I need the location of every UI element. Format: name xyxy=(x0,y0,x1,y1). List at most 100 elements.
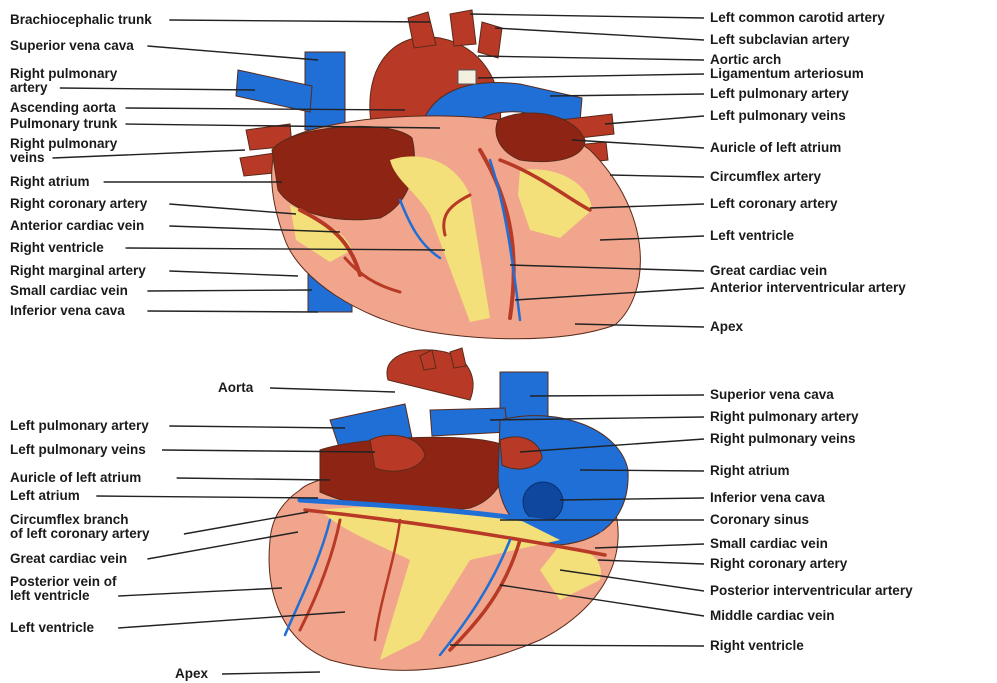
anterior-left-label-line: Inferior vena cava xyxy=(10,303,125,318)
anterior-right-label-line: Left pulmonary veins xyxy=(710,108,846,123)
posterior-left-leader-line xyxy=(118,588,282,596)
posterior-right-label: Right pulmonary veins xyxy=(710,431,856,446)
anterior-right-label-line: Left ventricle xyxy=(710,228,795,243)
posterior-left-label-line: Auricle of left atrium xyxy=(10,470,141,485)
posterior-left-label-line: Left pulmonary veins xyxy=(10,442,146,457)
posterior-left-leader-line xyxy=(270,388,395,392)
posterior-left-label: Great cardiac vein xyxy=(10,551,127,566)
posterior-right-label-line: Right pulmonary veins xyxy=(710,431,856,446)
right-pulmonary-artery-post-shape xyxy=(430,408,508,436)
posterior-left-label-line: of left coronary artery xyxy=(10,526,150,541)
posterior-right-leader-line xyxy=(450,645,704,646)
anterior-left-label: Inferior vena cava xyxy=(10,303,125,318)
inferior-vena-cava-opening xyxy=(523,482,563,522)
anterior-left-label-line: veins xyxy=(10,150,45,165)
anterior-right-leader-line xyxy=(478,56,704,60)
anterior-right-leader-line xyxy=(610,175,704,177)
posterior-right-label-line: Posterior interventricular artery xyxy=(710,583,913,598)
anterior-left-leader-line xyxy=(60,88,255,90)
anterior-left-leader-line xyxy=(147,46,318,60)
anterior-left-label: Right marginal artery xyxy=(10,263,146,278)
anterior-right-label-line: Auricle of left atrium xyxy=(710,140,841,155)
posterior-left-label: Auricle of left atrium xyxy=(10,470,141,485)
posterior-right-label-line: Small cardiac vein xyxy=(710,536,828,551)
anterior-right-label: Left ventricle xyxy=(710,228,795,243)
anterior-right-label-line: Great cardiac vein xyxy=(710,263,827,278)
anterior-left-label-line: Superior vena cava xyxy=(10,38,134,53)
anterior-right-label: Anterior interventricular artery xyxy=(710,280,906,295)
posterior-right-label-line: Inferior vena cava xyxy=(710,490,825,505)
posterior-left-label: Left atrium xyxy=(10,488,80,503)
anterior-left-label-line: Right atrium xyxy=(10,174,90,189)
anterior-left-label-line: Small cardiac vein xyxy=(10,283,128,298)
anterior-left-label: Right ventricle xyxy=(10,240,104,255)
anterior-left-leader-line xyxy=(53,150,246,158)
posterior-right-label-line: Middle cardiac vein xyxy=(710,608,835,623)
posterior-right-label: Small cardiac vein xyxy=(710,536,828,551)
anterior-right-leader-line xyxy=(550,94,704,96)
posterior-left-label-line: Apex xyxy=(175,666,209,681)
anterior-left-leader-line xyxy=(169,271,298,276)
posterior-right-label: Superior vena cava xyxy=(710,387,834,402)
anterior-left-label-line: Right ventricle xyxy=(10,240,104,255)
anterior-right-leader-line xyxy=(605,116,704,124)
posterior-left-label-line: left ventricle xyxy=(10,588,90,603)
posterior-right-label-line: Coronary sinus xyxy=(710,512,809,527)
posterior-left-leader-line xyxy=(96,496,318,498)
posterior-right-label: Right ventricle xyxy=(710,638,804,653)
anterior-right-leader-line xyxy=(470,14,704,18)
posterior-left-label: Left ventricle xyxy=(10,620,95,635)
anterior-right-label: Ligamentum arteriosum xyxy=(710,66,864,81)
anterior-left-label-line: Pulmonary trunk xyxy=(10,116,118,131)
anterior-right-label-line: Ligamentum arteriosum xyxy=(710,66,864,81)
posterior-right-label-line: Superior vena cava xyxy=(710,387,834,402)
posterior-left-label-line: Aorta xyxy=(218,380,254,395)
anterior-left-label: Brachiocephalic trunk xyxy=(10,12,152,27)
anterior-right-label: Auricle of left atrium xyxy=(710,140,841,155)
anterior-left-label-line: Right coronary artery xyxy=(10,196,148,211)
posterior-right-label: Middle cardiac vein xyxy=(710,608,835,623)
anterior-right-label-line: Left subclavian artery xyxy=(710,32,850,47)
anterior-left-label: Small cardiac vein xyxy=(10,283,128,298)
anterior-left-label: Right atrium xyxy=(10,174,90,189)
posterior-right-label-line: Right ventricle xyxy=(710,638,804,653)
posterior-left-leader-line xyxy=(222,672,320,674)
posterior-left-label-line: Left atrium xyxy=(10,488,80,503)
posterior-left-leader-line xyxy=(169,426,345,428)
anterior-left-label: Superior vena cava xyxy=(10,38,134,53)
posterior-right-label: Right atrium xyxy=(710,463,790,478)
anterior-right-leader-line xyxy=(478,74,704,78)
anterior-left-leader-line xyxy=(147,311,318,312)
posterior-left-label: Posterior vein ofleft ventricle xyxy=(10,574,117,603)
anterior-right-label: Left pulmonary artery xyxy=(710,86,849,101)
posterior-left-leader-line xyxy=(177,478,330,480)
posterior-right-label: Coronary sinus xyxy=(710,512,809,527)
posterior-right-leader-line xyxy=(530,395,704,396)
posterior-right-label: Inferior vena cava xyxy=(710,490,825,505)
posterior-right-label-line: Right coronary artery xyxy=(710,556,848,571)
posterior-right-label: Posterior interventricular artery xyxy=(710,583,913,598)
anterior-left-label: Pulmonary trunk xyxy=(10,116,118,131)
anterior-left-leader-line xyxy=(147,290,312,291)
posterior-left-label-line: Left pulmonary artery xyxy=(10,418,149,433)
posterior-right-leader-line xyxy=(580,470,704,471)
left-subclavian-shape xyxy=(478,22,502,58)
anterior-right-label-line: Aortic arch xyxy=(710,52,781,67)
anterior-right-label: Left coronary artery xyxy=(710,196,838,211)
anterior-left-label: Right coronary artery xyxy=(10,196,148,211)
posterior-left-label-line: Great cardiac vein xyxy=(10,551,127,566)
anterior-left-label-line: Anterior cardiac vein xyxy=(10,218,144,233)
anterior-right-label-line: Left pulmonary artery xyxy=(710,86,849,101)
left-common-carotid-shape xyxy=(450,10,476,46)
posterior-left-label: Apex xyxy=(175,666,209,681)
anterior-right-label-line: Apex xyxy=(710,319,744,334)
anterior-right-label: Left common carotid artery xyxy=(710,10,885,25)
posterior-left-label: Aorta xyxy=(218,380,254,395)
anterior-left-label-line: Ascending aorta xyxy=(10,100,116,115)
anterior-right-label-line: Anterior interventricular artery xyxy=(710,280,906,295)
anterior-left-label-line: Right marginal artery xyxy=(10,263,146,278)
